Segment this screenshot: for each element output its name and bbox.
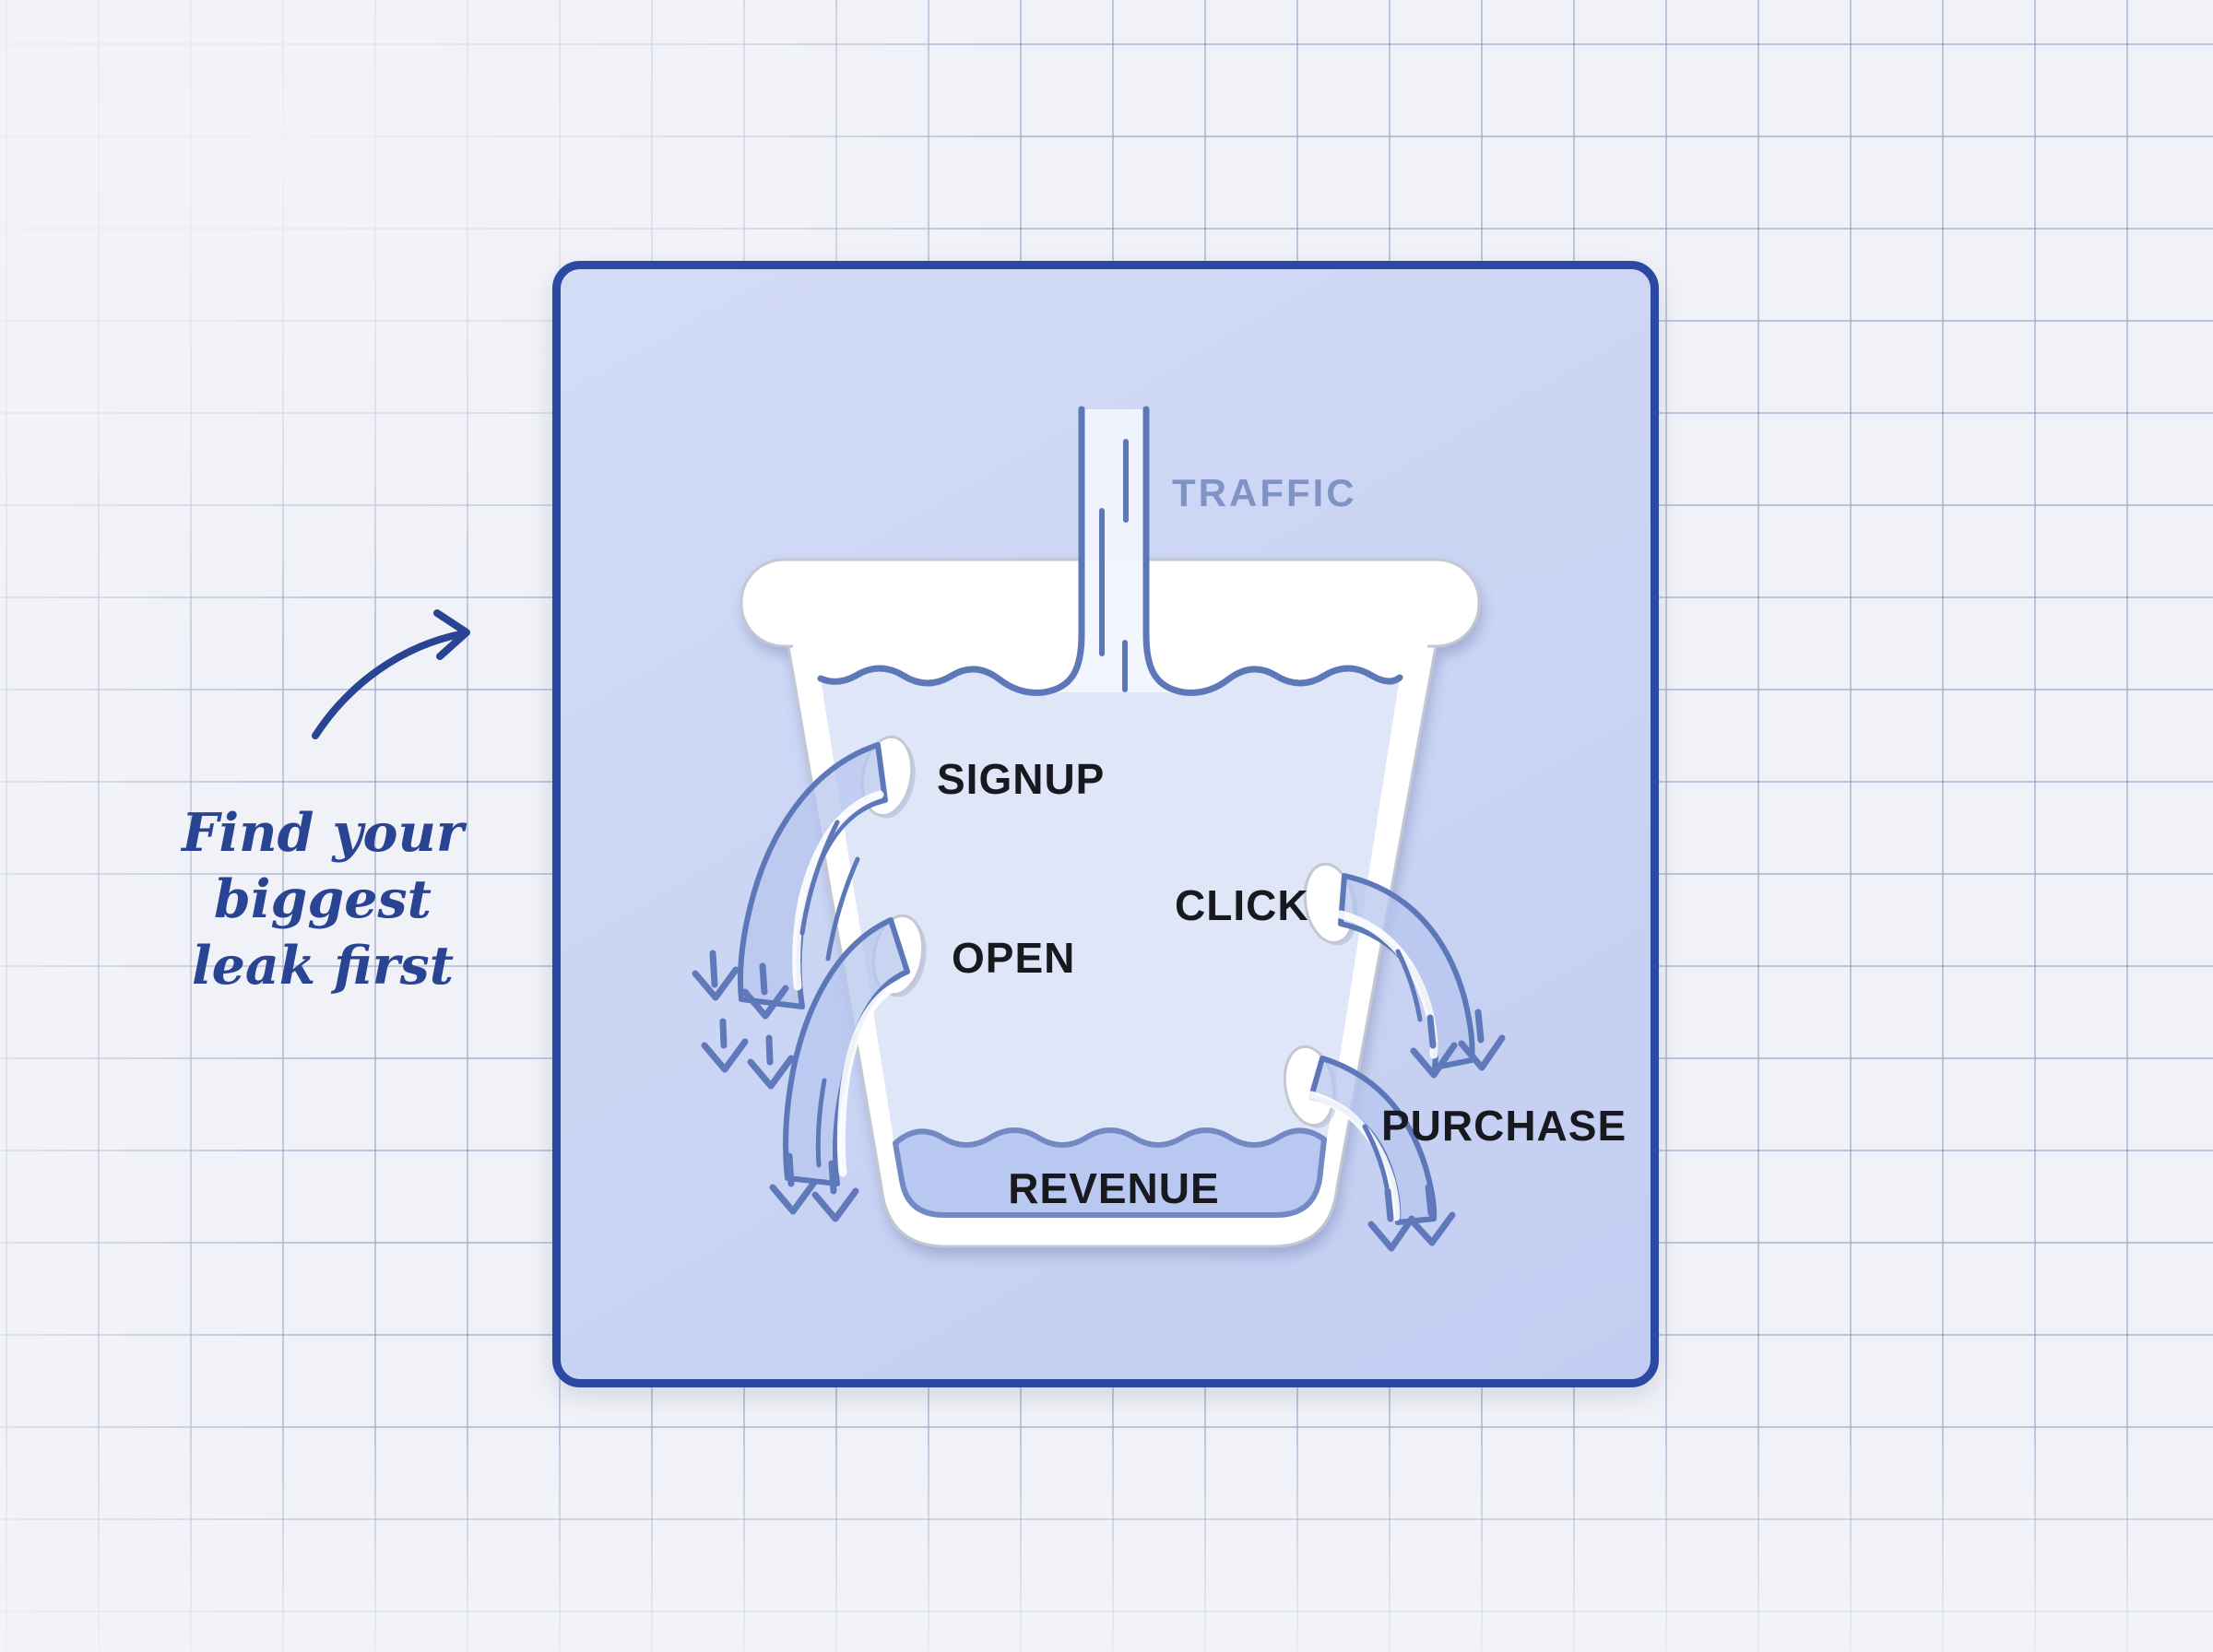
purchase-ribbon-highlight (1307, 1091, 1401, 1221)
purchase-label: PURCHASE (1381, 1102, 1627, 1150)
arrow (1410, 1014, 1458, 1079)
note-line-2: biggest (214, 867, 432, 930)
diagram-panel: TRAFFIC SIGNUP OPEN CLICK PURCHASE REVEN… (552, 261, 1659, 1387)
arrow (701, 1018, 749, 1073)
arrow (1367, 1187, 1415, 1252)
traffic-stream (817, 406, 1403, 696)
arrow (811, 1160, 859, 1222)
open-leak-stream (769, 917, 910, 1222)
waterline-right (1142, 406, 1403, 696)
purchase-drop-arrows (1367, 1184, 1456, 1252)
signup-drop-arrows (692, 950, 795, 1090)
leaky-bucket-diagram: TRAFFIC SIGNUP OPEN CLICK PURCHASE REVEN… (692, 406, 1627, 1252)
arrow (1458, 1009, 1506, 1071)
traffic-stream-speed-lines (1099, 439, 1129, 692)
click-leak-stream (1336, 873, 1506, 1079)
revenue-label: REVENUE (1008, 1164, 1219, 1212)
signup-ribbon-highlight (792, 790, 884, 991)
signup-label: SIGNUP (937, 755, 1105, 803)
traffic-stream-fill (1044, 409, 1184, 692)
arrow (741, 962, 789, 1020)
revenue-pool (893, 1127, 1327, 1218)
open-ribbon-highlight (836, 978, 906, 1177)
note-line-1: Find your (182, 802, 464, 864)
arrow (692, 950, 740, 1001)
waterline-left (817, 406, 1085, 696)
traffic-label: TRAFFIC (1172, 471, 1357, 514)
open-ribbon-lines (815, 1078, 827, 1168)
signup-ribbon-lines (799, 820, 860, 962)
open-label: OPEN (952, 934, 1075, 982)
note-arrow-head (433, 609, 470, 660)
open-drop-arrows (769, 1152, 859, 1222)
note-line-3: leak first (191, 934, 455, 997)
click-drop-arrows (1410, 1009, 1506, 1079)
purchase-leak-stream (1307, 1056, 1456, 1252)
arrow (747, 1034, 795, 1090)
click-label: CLICK (1175, 881, 1309, 929)
handwritten-note: Find your biggest leak first (138, 800, 507, 998)
note-arrow-shaft (312, 630, 468, 739)
note-arrow-icon (312, 609, 470, 739)
click-ribbon-lines (1395, 949, 1423, 1022)
signup-leak-stream (692, 742, 888, 1090)
arrow (1408, 1184, 1456, 1246)
arrow (769, 1152, 817, 1215)
purchase-ribbon-lines (1362, 1124, 1390, 1190)
bucket-water (821, 668, 1400, 1215)
